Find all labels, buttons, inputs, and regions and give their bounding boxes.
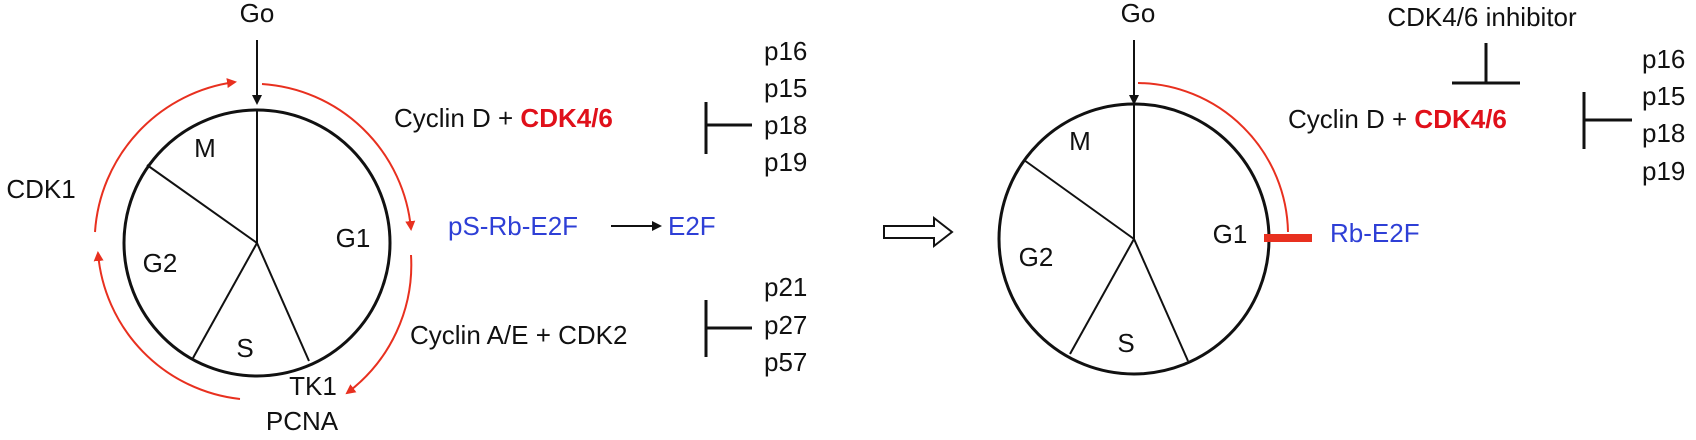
right-divider-m-g2: [1023, 159, 1135, 240]
left-cdk46-text: CDK4/6: [520, 103, 612, 133]
right-phase-g2: G2: [1019, 242, 1054, 272]
left-divider-m-g2: [146, 164, 258, 244]
right-cyclin-d-label: Cyclin D + CDK4/6: [1288, 104, 1507, 134]
left-arc-cdk1-top: [94, 78, 237, 233]
right-p16: p16: [1642, 44, 1685, 74]
left-phase-m: M: [194, 133, 216, 163]
right-cyclin-d-text: Cyclin D +: [1288, 104, 1414, 134]
left-divider-s-g1: [256, 242, 310, 362]
left-arc-s-to-cdk1: [93, 251, 241, 400]
right-phase-g1: G1: [1213, 219, 1248, 249]
left-phase-s: S: [236, 333, 253, 363]
left-tk1-label: TK1: [289, 371, 337, 401]
right-p18: p18: [1642, 118, 1685, 148]
left-p-group-1: p16 p15 p18 p19: [764, 36, 807, 177]
right-go-label: Go: [1121, 0, 1156, 28]
left-phase-g1: G1: [336, 223, 371, 253]
left-cyclin-ae-label: Cyclin A/E + CDK2: [410, 320, 627, 350]
right-divider-g2-s: [1069, 238, 1135, 355]
left-p16: p16: [764, 36, 807, 66]
left-diagram: Go M G1 G2 S CDK1 Cyclin D + CDK4/6 p16 …: [6, 0, 807, 436]
left-cdk1-label: CDK1: [6, 174, 75, 204]
left-p-group-2: p21 p27 p57: [764, 272, 807, 377]
left-arc-g1-to-s: [345, 254, 413, 395]
left-phase-g2: G2: [143, 248, 178, 278]
left-p18: p18: [764, 110, 807, 140]
left-cyclin-d-label: Cyclin D + CDK4/6: [394, 103, 613, 133]
right-phase-s: S: [1117, 328, 1134, 358]
left-cyclin-d-text: Cyclin D +: [394, 103, 520, 133]
right-diagram: Go M G1 G2 S Rb-E2F CDK4/6 inhibitor Cyc…: [997, 0, 1685, 376]
left-arc-go-to-g1: [261, 83, 416, 231]
right-p-group: p16 p15 p18 p19: [1642, 44, 1685, 186]
left-pcna-label: PCNA: [266, 406, 339, 436]
right-inhibitor-label: CDK4/6 inhibitor: [1387, 2, 1577, 32]
right-p19: p19: [1642, 156, 1685, 186]
right-p15: p15: [1642, 81, 1685, 111]
transition-arrow-icon: [883, 215, 954, 249]
left-p19: p19: [764, 147, 807, 177]
right-phase-m: M: [1069, 126, 1091, 156]
left-divider-g2-s: [192, 242, 258, 359]
left-p27: p27: [764, 310, 807, 340]
right-cdk46-text: CDK4/6: [1414, 104, 1506, 134]
right-divider-s-g1: [1133, 238, 1189, 362]
left-go-label: Go: [240, 0, 275, 28]
right-rb-e2f-label: Rb-E2F: [1330, 218, 1420, 248]
left-ps-rb-e2f-label: pS-Rb-E2F: [448, 211, 578, 241]
right-arc-blocked: [1137, 82, 1289, 233]
left-p15: p15: [764, 73, 807, 103]
left-e2f-label: E2F: [668, 211, 716, 241]
left-p21: p21: [764, 272, 807, 302]
left-p57: p57: [764, 347, 807, 377]
